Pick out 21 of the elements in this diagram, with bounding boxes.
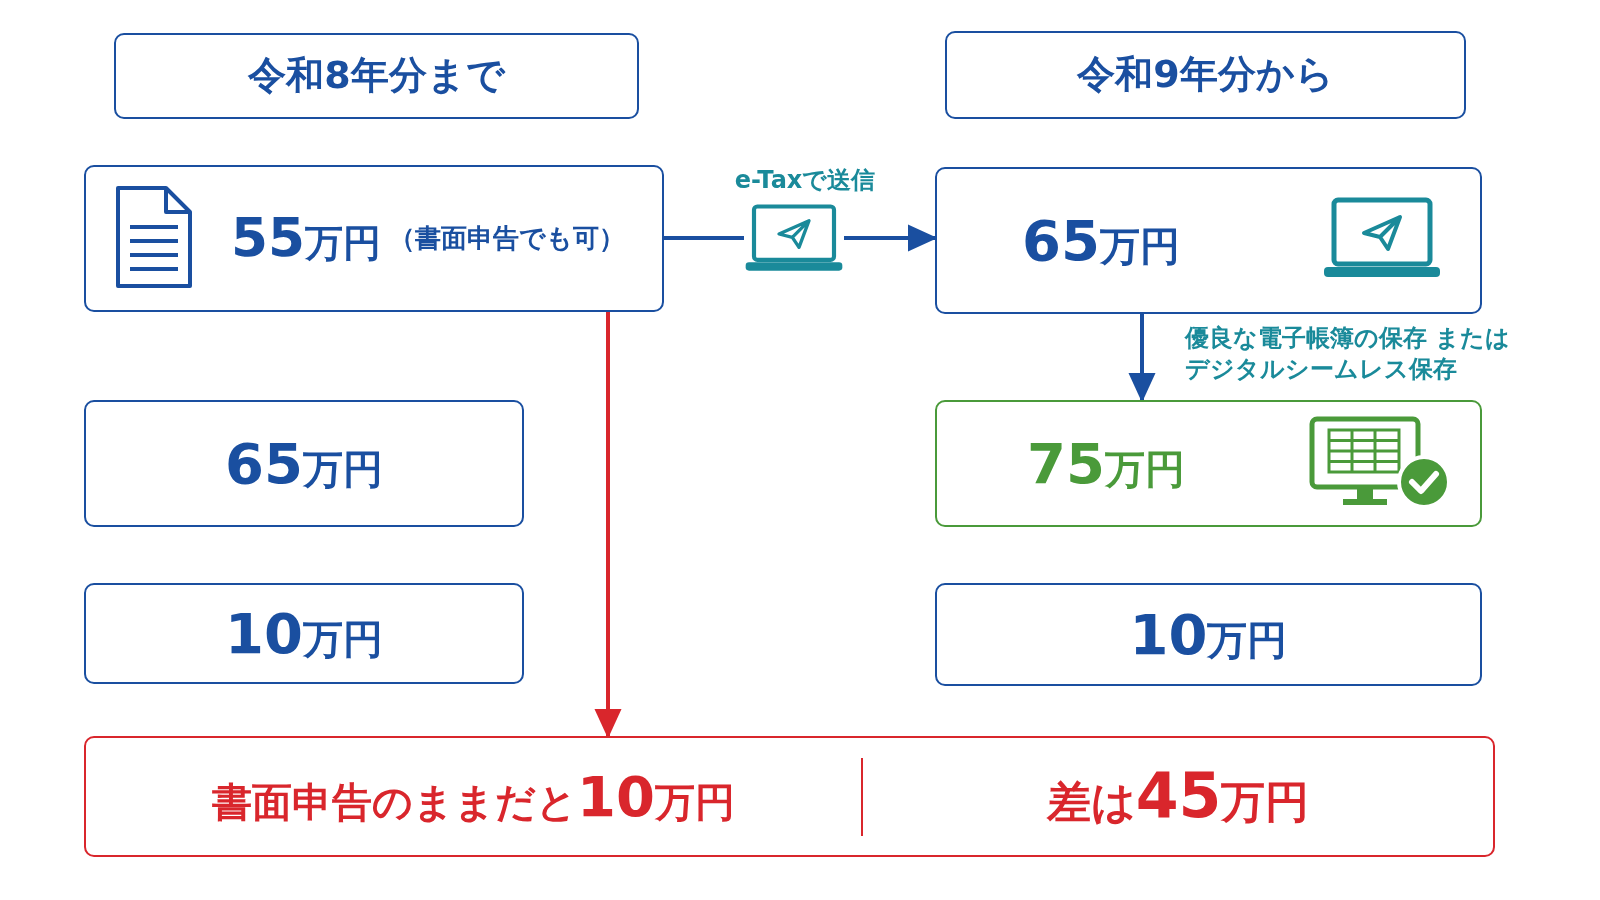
amount-text: 65万円 [225,432,383,495]
arrow [594,312,622,739]
year-header [945,31,1466,119]
amount-text: 10万円 [1129,603,1288,666]
amount-box [84,165,664,312]
amount-text: 55万円 [231,209,382,268]
amount-box [84,583,524,684]
amount-text: 令和9年分から [1077,54,1334,96]
arrow [1128,314,1156,403]
amount-text: 令和8年分まで [248,55,505,97]
summary-box [84,736,1495,857]
note-text: 差は45万円 [1045,762,1311,831]
amount-text: 65万円 [1022,209,1180,272]
note-text: （書面申告でも可） [389,224,626,253]
year-header [114,33,639,119]
amount-box [935,167,1482,314]
amount-box [84,400,524,527]
amount-box [935,583,1482,686]
amount-box [935,400,1482,527]
amount-text: 10万円 [225,602,383,665]
amount-text: 75万円 [1027,432,1185,495]
